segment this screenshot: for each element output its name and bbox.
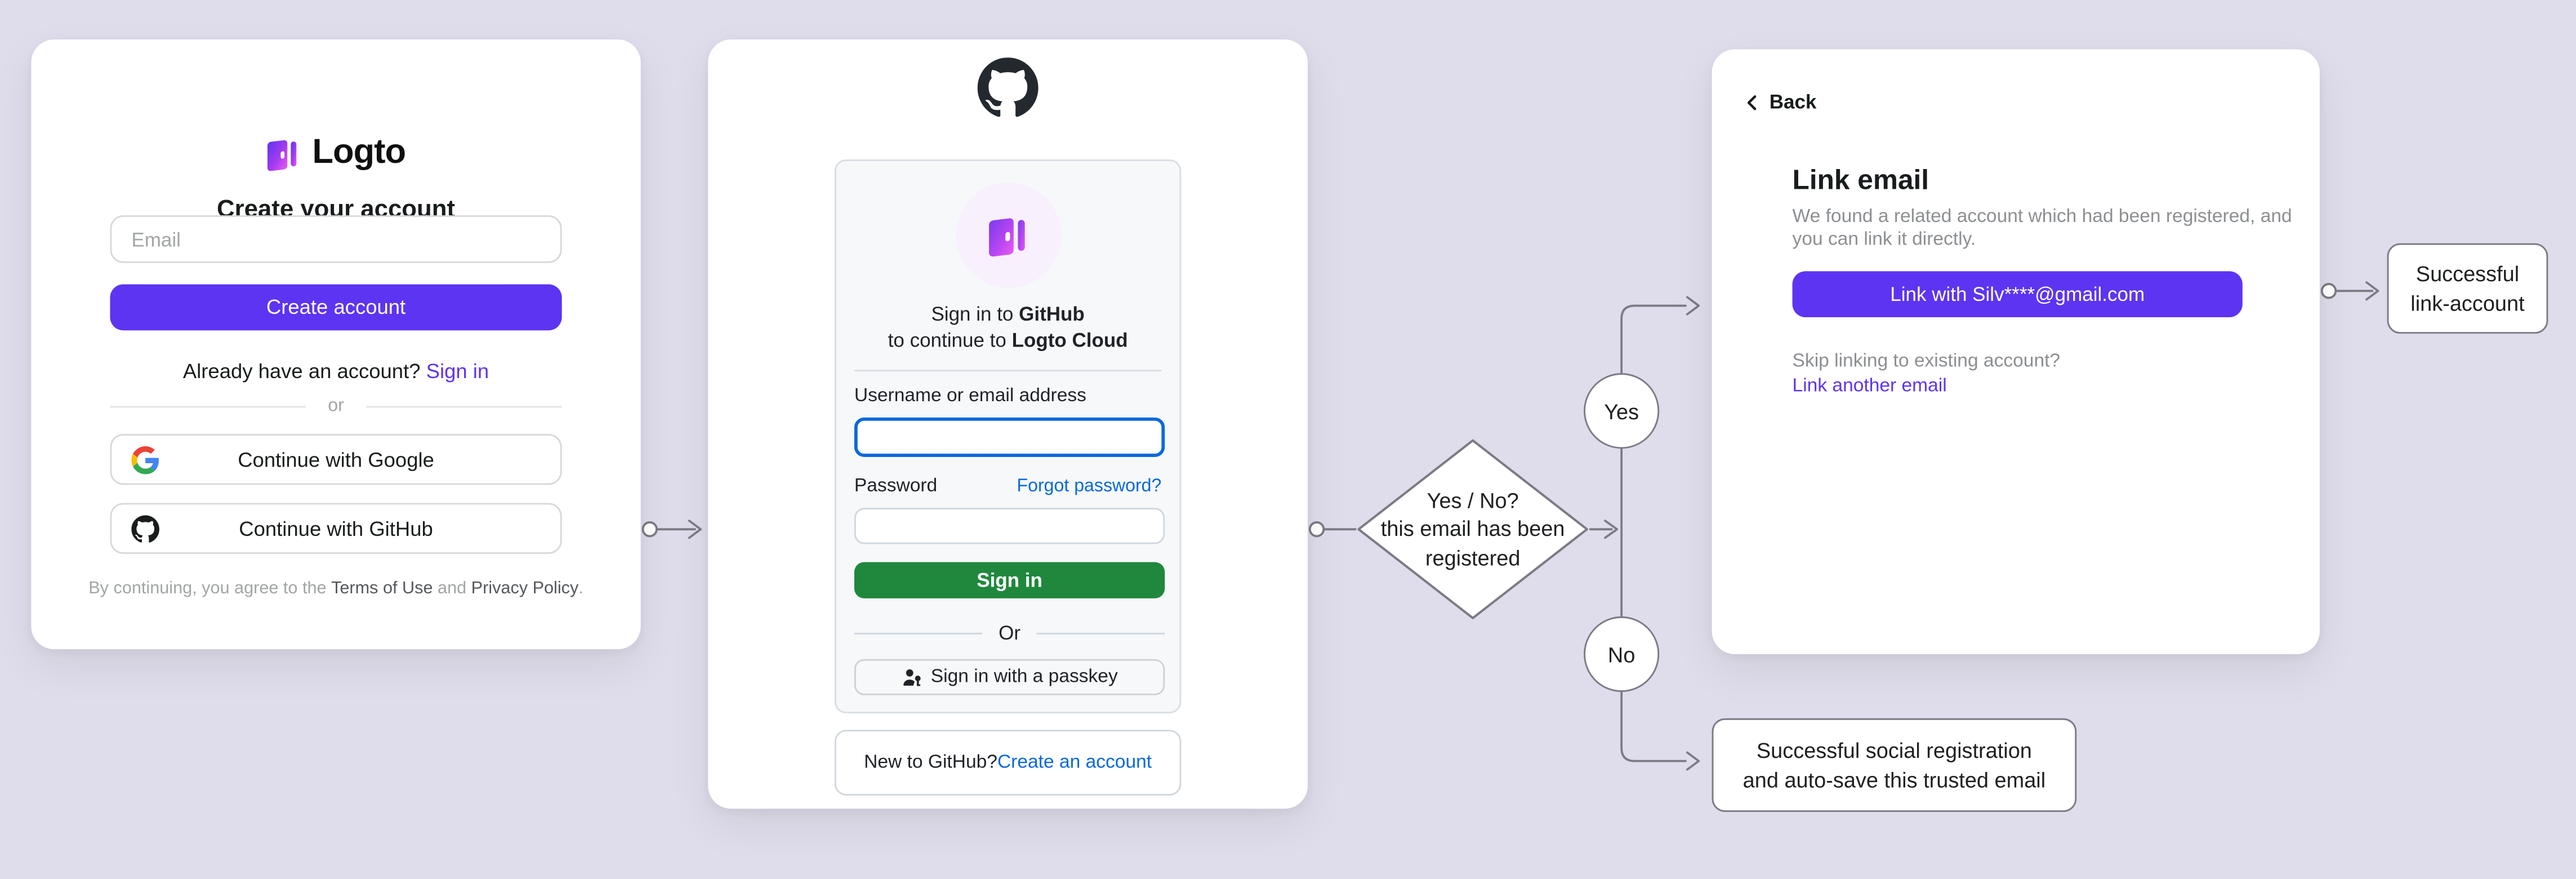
continue-github-button[interactable]: Continue with GitHub: [110, 503, 562, 554]
subheading-brand: Logto Cloud: [1011, 328, 1128, 352]
terms-prefix: By continuing, you agree to the: [88, 578, 332, 598]
privacy-policy-link[interactable]: Privacy Policy: [471, 578, 579, 598]
back-label: Back: [1769, 90, 1817, 114]
password-input[interactable]: [854, 508, 1165, 544]
link-success-box: Successful link-account: [2387, 243, 2548, 334]
terms-and: and: [433, 578, 471, 598]
divider-line: [854, 632, 982, 634]
no-label: No: [1607, 642, 1635, 667]
link-success-line-2: link-account: [2410, 290, 2525, 315]
passkey-button-label: Sign in with a passkey: [930, 667, 1118, 687]
panel-divider: [854, 370, 1162, 372]
footer-prompt: New to GitHub?: [864, 753, 997, 773]
passkey-signin-button[interactable]: Sign in with a passkey: [854, 659, 1165, 695]
connector-start-icon: [641, 521, 658, 538]
back-icon: [1747, 94, 1757, 110]
github-logo-icon: [708, 57, 1308, 118]
github-heading: Sign in to GitHub: [836, 303, 1180, 326]
logto-signup-card: Logto Create your account Create account…: [31, 39, 641, 650]
description-line-1: We found a related account which had bee…: [1792, 207, 2292, 227]
divider-line: [110, 405, 305, 407]
github-icon: [131, 514, 159, 543]
heading-prefix: Sign in to: [931, 302, 1019, 326]
create-account-button[interactable]: Create account: [110, 284, 562, 331]
logto-app-avatar: [956, 182, 1062, 288]
no-branch-node: No: [1584, 616, 1660, 692]
yes-label: Yes: [1604, 398, 1639, 424]
terms-text: By continuing, you agree to the Terms of…: [31, 579, 640, 598]
github-subheading: to continue to Logto Cloud: [836, 328, 1180, 352]
yes-branch-node: Yes: [1584, 373, 1660, 449]
continue-google-button[interactable]: Continue with Google: [110, 434, 562, 485]
subheading-prefix: to continue to: [888, 328, 1012, 352]
link-another-email-link[interactable]: Link another email: [1792, 376, 1947, 397]
password-label: Password: [854, 476, 938, 496]
decision-line-2: this email has been: [1380, 516, 1565, 541]
github-signin-button[interactable]: Sign in: [854, 562, 1165, 598]
decision-text: Yes / No? this email has been registered: [1357, 439, 1589, 620]
diamond-shape: [1357, 439, 1588, 619]
connector-arrow-icon: [1604, 520, 1619, 539]
back-button[interactable]: Back: [1743, 90, 1816, 113]
passkey-icon: [902, 668, 920, 686]
forgot-password-link[interactable]: Forgot password?: [1017, 476, 1162, 496]
email-input[interactable]: [110, 215, 562, 263]
terms-of-use-link[interactable]: Terms of Use: [331, 578, 433, 598]
github-or-divider: Or: [854, 621, 1165, 645]
connector-arrow-icon: [688, 520, 702, 539]
link-with-email-button[interactable]: Link with Silv****@gmail.com: [1792, 271, 2243, 318]
google-icon: [131, 445, 159, 474]
username-input[interactable]: [854, 417, 1165, 457]
logto-logo-icon: [268, 139, 297, 171]
create-account-link[interactable]: Create an account: [997, 753, 1152, 773]
logto-logo-icon: [989, 218, 1025, 257]
github-signin-card: Sign in to GitHub to continue to Logto C…: [708, 39, 1308, 809]
link-email-card: Back Link email We found a related accou…: [1712, 49, 2320, 655]
terms-period: .: [578, 578, 583, 598]
divider-label: Or: [999, 621, 1021, 645]
connector-start-icon: [1308, 521, 1325, 538]
connector-arrow-icon: [1686, 751, 1700, 771]
social-success-line-2: and auto-save this trusted email: [1742, 766, 2046, 792]
skip-linking-text: Skip linking to existing account?: [1792, 352, 2061, 372]
continue-google-label: Continue with Google: [238, 447, 434, 471]
continue-github-label: Continue with GitHub: [239, 517, 433, 540]
link-email-description: We found a related account which had bee…: [1793, 207, 2292, 252]
decision-diamond: Yes / No? this email has been registered: [1357, 439, 1589, 620]
divider-label: or: [328, 396, 344, 416]
connector-arrow-icon: [1686, 296, 1700, 316]
divider-line: [367, 405, 562, 407]
divider-line: [1037, 632, 1165, 634]
signin-link[interactable]: Sign in: [426, 359, 489, 383]
connector-start-icon: [2320, 283, 2337, 299]
github-footer-box: New to GitHub? Create an account: [834, 730, 1182, 796]
logto-logo-text: Logto: [312, 133, 407, 171]
description-line-2: you can link it directly.: [1792, 229, 1976, 249]
github-signin-panel: Sign in to GitHub to continue to Logto C…: [834, 159, 1182, 714]
decision-line-1: Yes / No?: [1427, 487, 1519, 513]
heading-brand: GitHub: [1019, 302, 1085, 326]
or-divider: or: [110, 396, 562, 416]
social-success-box: Successful social registration and auto-…: [1712, 718, 2077, 813]
decision-line-3: registered: [1425, 545, 1521, 570]
logto-logo: Logto: [31, 133, 640, 172]
signin-prompt-row: Already have an account? Sign in: [31, 360, 640, 383]
link-success-line-1: Successful: [2415, 261, 2520, 286]
signin-prompt: Already have an account?: [182, 359, 426, 383]
username-label: Username or email address: [854, 386, 1086, 406]
connector-arrow-icon: [2365, 281, 2379, 301]
link-email-title: Link email: [1792, 164, 1929, 196]
social-success-line-1: Successful social registration: [1756, 738, 2032, 763]
